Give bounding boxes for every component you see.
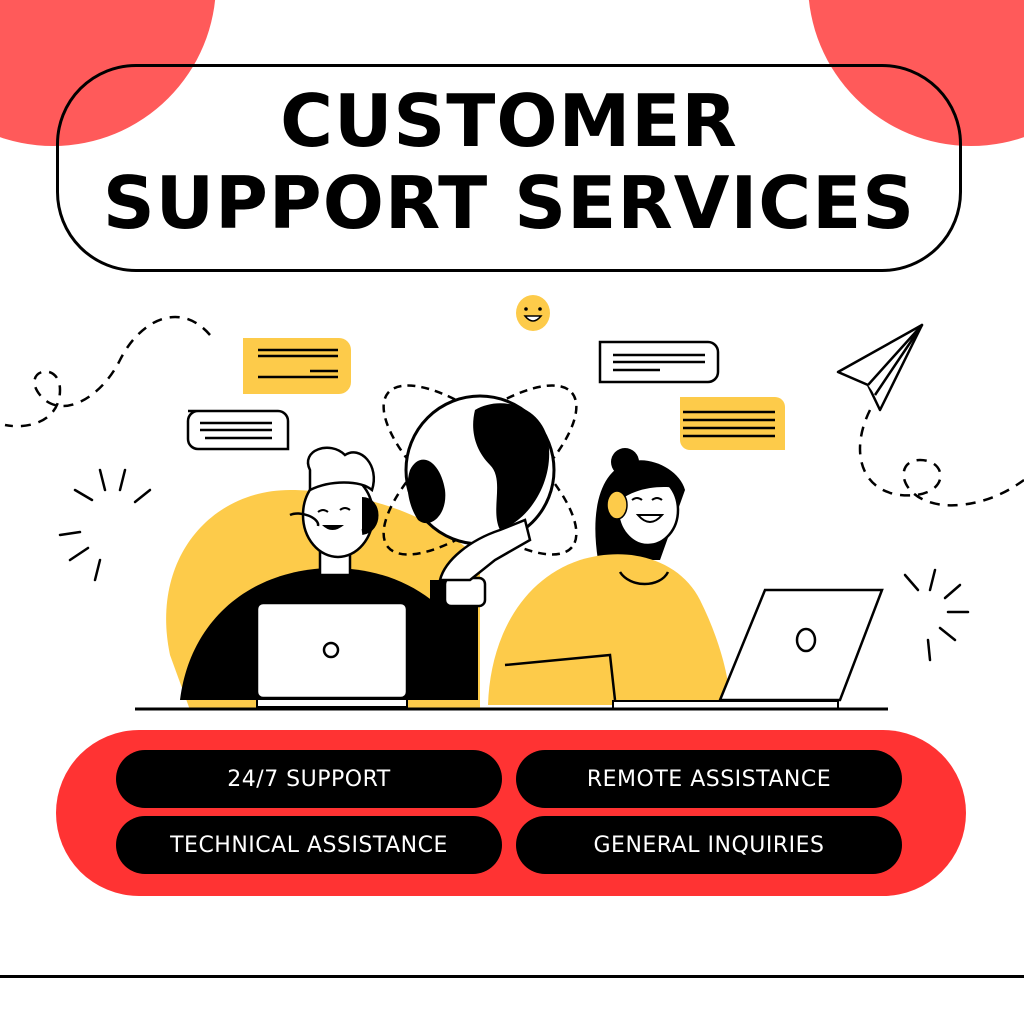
title-line-1: CUSTOMER <box>280 79 738 163</box>
title-line-2: SUPPORT SERVICES <box>102 161 916 245</box>
feature-label: 24/7 SUPPORT <box>227 766 391 792</box>
dashed-trail-right <box>858 409 1024 507</box>
smiley-icon <box>516 295 550 331</box>
feature-pill-technical-assistance[interactable]: TECHNICAL ASSISTANCE <box>116 816 502 874</box>
chat-bubble-icon <box>680 397 785 450</box>
feature-pill-24-7-support[interactable]: 24/7 SUPPORT <box>116 750 502 808</box>
feature-label: GENERAL INQUIRIES <box>593 832 825 858</box>
page-title: CUSTOMER SUPPORT SERVICES <box>56 80 962 244</box>
title-frame <box>56 64 962 272</box>
sparkle-right <box>903 568 970 662</box>
globe-icon <box>382 384 578 556</box>
feature-label: TECHNICAL ASSISTANCE <box>170 832 448 858</box>
chat-bubble-icon <box>598 340 720 384</box>
support-illustration <box>4 295 1024 711</box>
feature-pill-general-inquiries[interactable]: GENERAL INQUIRIES <box>516 816 902 874</box>
paper-plane-icon <box>836 323 924 412</box>
laptop-icon <box>612 588 884 710</box>
agent-woman <box>488 448 730 705</box>
chat-bubble-icon <box>186 409 290 451</box>
bottom-divider <box>0 975 1024 978</box>
features-banner: 24/7 SUPPORT REMOTE ASSISTANCE TECHNICAL… <box>56 730 966 896</box>
sparkle-left <box>58 468 152 582</box>
laptop-icon <box>255 601 409 708</box>
chat-bubble-icon <box>243 338 351 394</box>
feature-pill-remote-assistance[interactable]: REMOTE ASSISTANCE <box>516 750 902 808</box>
dashed-swirl-left <box>4 315 211 428</box>
feature-label: REMOTE ASSISTANCE <box>586 766 832 792</box>
